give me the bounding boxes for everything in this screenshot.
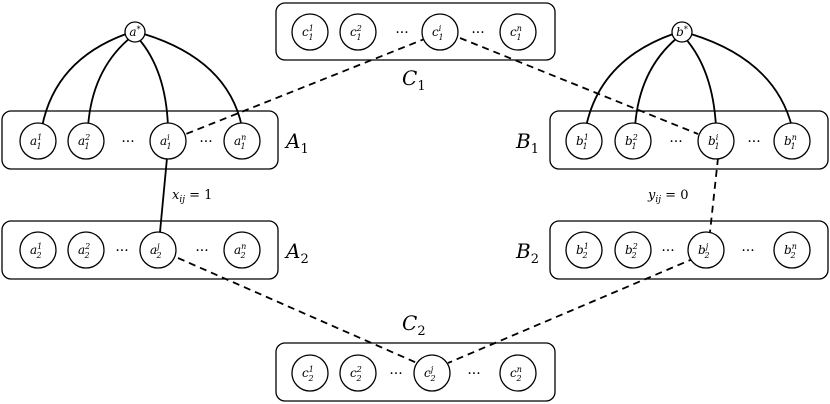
svg-text:ai1: ai1 (160, 133, 172, 151)
ellipsis-c1-1: ··· (395, 25, 408, 41)
group-label-a1: A1 (284, 129, 309, 157)
edge-b1i-b2j (709, 157, 719, 233)
edge-label-y: yij = 0 (647, 188, 688, 205)
group-box-c1 (275, 2, 556, 61)
svg-text:cj2: cj2 (424, 365, 436, 383)
edge-b-root-b1-2 (634, 37, 678, 128)
group-label-b2: B2 (515, 239, 539, 267)
edge-a2j-c2j (177, 257, 418, 364)
group-box-b1 (549, 110, 829, 170)
svg-text:a*: a* (129, 25, 140, 39)
edge-label-x: xij = 1 (172, 188, 212, 205)
svg-text:cn2: cn2 (510, 365, 522, 383)
edge-c1i-b1i (459, 37, 699, 135)
group-label-c1: C1 (402, 66, 426, 94)
ellipsis-c2-2: ··· (467, 366, 480, 382)
edge-a-root-a1-2 (87, 37, 131, 128)
edge-b2j-c2j (447, 257, 696, 364)
svg-text:b12: b12 (576, 242, 589, 260)
group-label-b1: B1 (515, 129, 539, 157)
edge-a-root-a1-i (137, 37, 169, 128)
ellipsis-b2-1: ··· (661, 243, 674, 259)
group-label-a2: A2 (284, 239, 309, 267)
ellipsis-c1-2: ··· (471, 25, 484, 41)
svg-text:a12: a12 (30, 242, 42, 260)
svg-text:bn1: bn1 (784, 133, 797, 151)
svg-text:b11: b11 (576, 133, 589, 151)
ellipsis-a2-2: ··· (195, 243, 208, 259)
ellipsis-b1-2: ··· (747, 134, 760, 150)
edge-a-root-a1-n (143, 33, 243, 128)
group-label-c2: C2 (402, 311, 426, 339)
node-b-root: b* (671, 21, 693, 43)
edge-b-root-b1-1 (585, 33, 674, 128)
svg-text:a22: a22 (78, 242, 90, 260)
svg-text:b*: b* (676, 25, 688, 39)
svg-text:a11: a11 (30, 133, 42, 151)
ellipsis-a1-1: ··· (121, 134, 134, 150)
svg-text:b21: b21 (625, 133, 638, 151)
svg-text:bj2: bj2 (698, 242, 710, 260)
svg-text:bi1: bi1 (708, 133, 720, 151)
svg-text:an2: an2 (234, 242, 246, 260)
node-a-root: a* (124, 21, 146, 43)
group-box-a1 (1, 110, 279, 170)
svg-text:c12: c12 (302, 365, 314, 383)
svg-text:bn2: bn2 (784, 242, 797, 260)
svg-text:ci1: ci1 (432, 24, 444, 42)
svg-text:c21: c21 (350, 24, 362, 42)
edge-b-root-b1-i (684, 37, 717, 128)
svg-text:aj2: aj2 (150, 242, 162, 260)
svg-text:an1: an1 (234, 133, 246, 151)
ellipsis-b2-2: ··· (741, 243, 754, 259)
edge-b-root-b1-n (690, 33, 793, 128)
edge-a-root-a1-1 (41, 33, 127, 128)
svg-text:c22: c22 (350, 365, 362, 383)
group-box-c2 (275, 342, 556, 402)
group-box-b2 (549, 220, 829, 280)
edge-a1i-a2j (159, 157, 168, 233)
group-box-a2 (1, 220, 279, 280)
edge-c1i-a1i (185, 37, 428, 135)
ellipsis-c2-1: ··· (389, 366, 402, 382)
ellipsis-a1-2: ··· (199, 134, 212, 150)
svg-text:a21: a21 (78, 133, 90, 151)
svg-text:c11: c11 (302, 24, 314, 42)
svg-text:cn1: cn1 (510, 24, 522, 42)
ellipsis-b1-1: ··· (669, 134, 682, 150)
ellipsis-a2-1: ··· (115, 243, 128, 259)
svg-text:b22: b22 (625, 242, 638, 260)
